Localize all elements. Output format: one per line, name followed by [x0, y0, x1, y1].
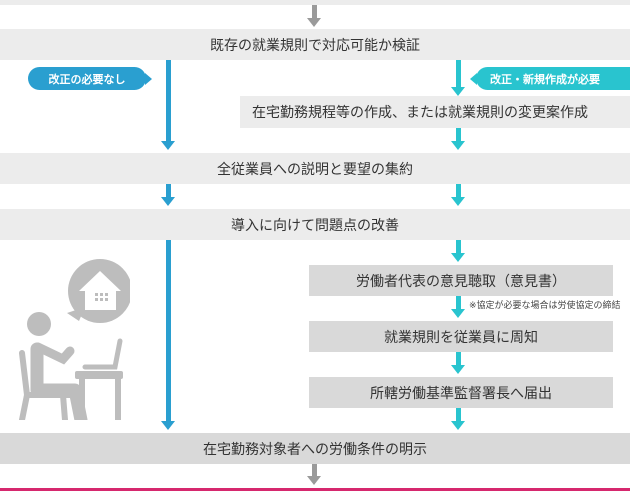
arrow-head	[451, 87, 465, 96]
arrow-line	[312, 5, 317, 19]
arrow-head	[307, 18, 321, 27]
arrow-line	[312, 464, 317, 477]
arrow-head	[451, 309, 465, 318]
step-improve: 導入に向けて問題点の改善	[0, 209, 630, 240]
no-revision-line	[166, 60, 171, 142]
previous-step-box	[0, 0, 630, 5]
house-icon	[79, 271, 121, 310]
step-opinion: 労働者代表の意見聴取（意見書）	[309, 265, 613, 296]
arrow-head	[451, 253, 465, 262]
person-head	[27, 312, 51, 336]
arrow-line	[166, 184, 171, 198]
arrow-head	[161, 421, 175, 430]
arrow-head	[451, 421, 465, 430]
badge-no-revision: 改正の必要なし	[28, 67, 146, 90]
step-clarify: 在宅勤務対象者への労働条件の明示	[0, 433, 630, 464]
step-verify: 既存の就業規則で対応可能か検証	[0, 29, 630, 60]
step-draft: 在宅勤務規程等の作成、または就業規則の変更案作成	[240, 96, 630, 128]
badge-pointer	[145, 73, 152, 85]
arrow-line	[456, 240, 461, 254]
step-explain: 全従業員への説明と要望の集約	[0, 153, 630, 184]
remote-worker-icon	[19, 259, 130, 420]
badge-pointer	[470, 73, 477, 85]
section-divider	[0, 488, 630, 491]
arrow-line	[456, 296, 461, 310]
arrow-line	[456, 408, 461, 422]
arrow-line	[456, 128, 461, 142]
step-notify: 就業規則を従業員に周知	[309, 321, 613, 352]
arrow-line	[456, 352, 461, 366]
note-text: ※協定が必要な場合は労使協定の締結	[469, 301, 621, 311]
arrow-head	[451, 365, 465, 374]
desk	[75, 371, 123, 379]
badge-revision-needed: 改正・新規作成が必要	[476, 67, 630, 90]
revision-line	[456, 60, 461, 88]
arrow-line	[456, 184, 461, 198]
no-revision-line	[166, 240, 171, 422]
step-submit: 所轄労働基準監督署長へ届出	[309, 377, 613, 408]
arrow-head	[307, 476, 321, 485]
arrow-head	[451, 141, 465, 150]
laptop-icon	[82, 338, 123, 370]
arrow-head	[451, 197, 465, 206]
arrow-head	[161, 141, 175, 150]
arrow-head	[161, 197, 175, 206]
